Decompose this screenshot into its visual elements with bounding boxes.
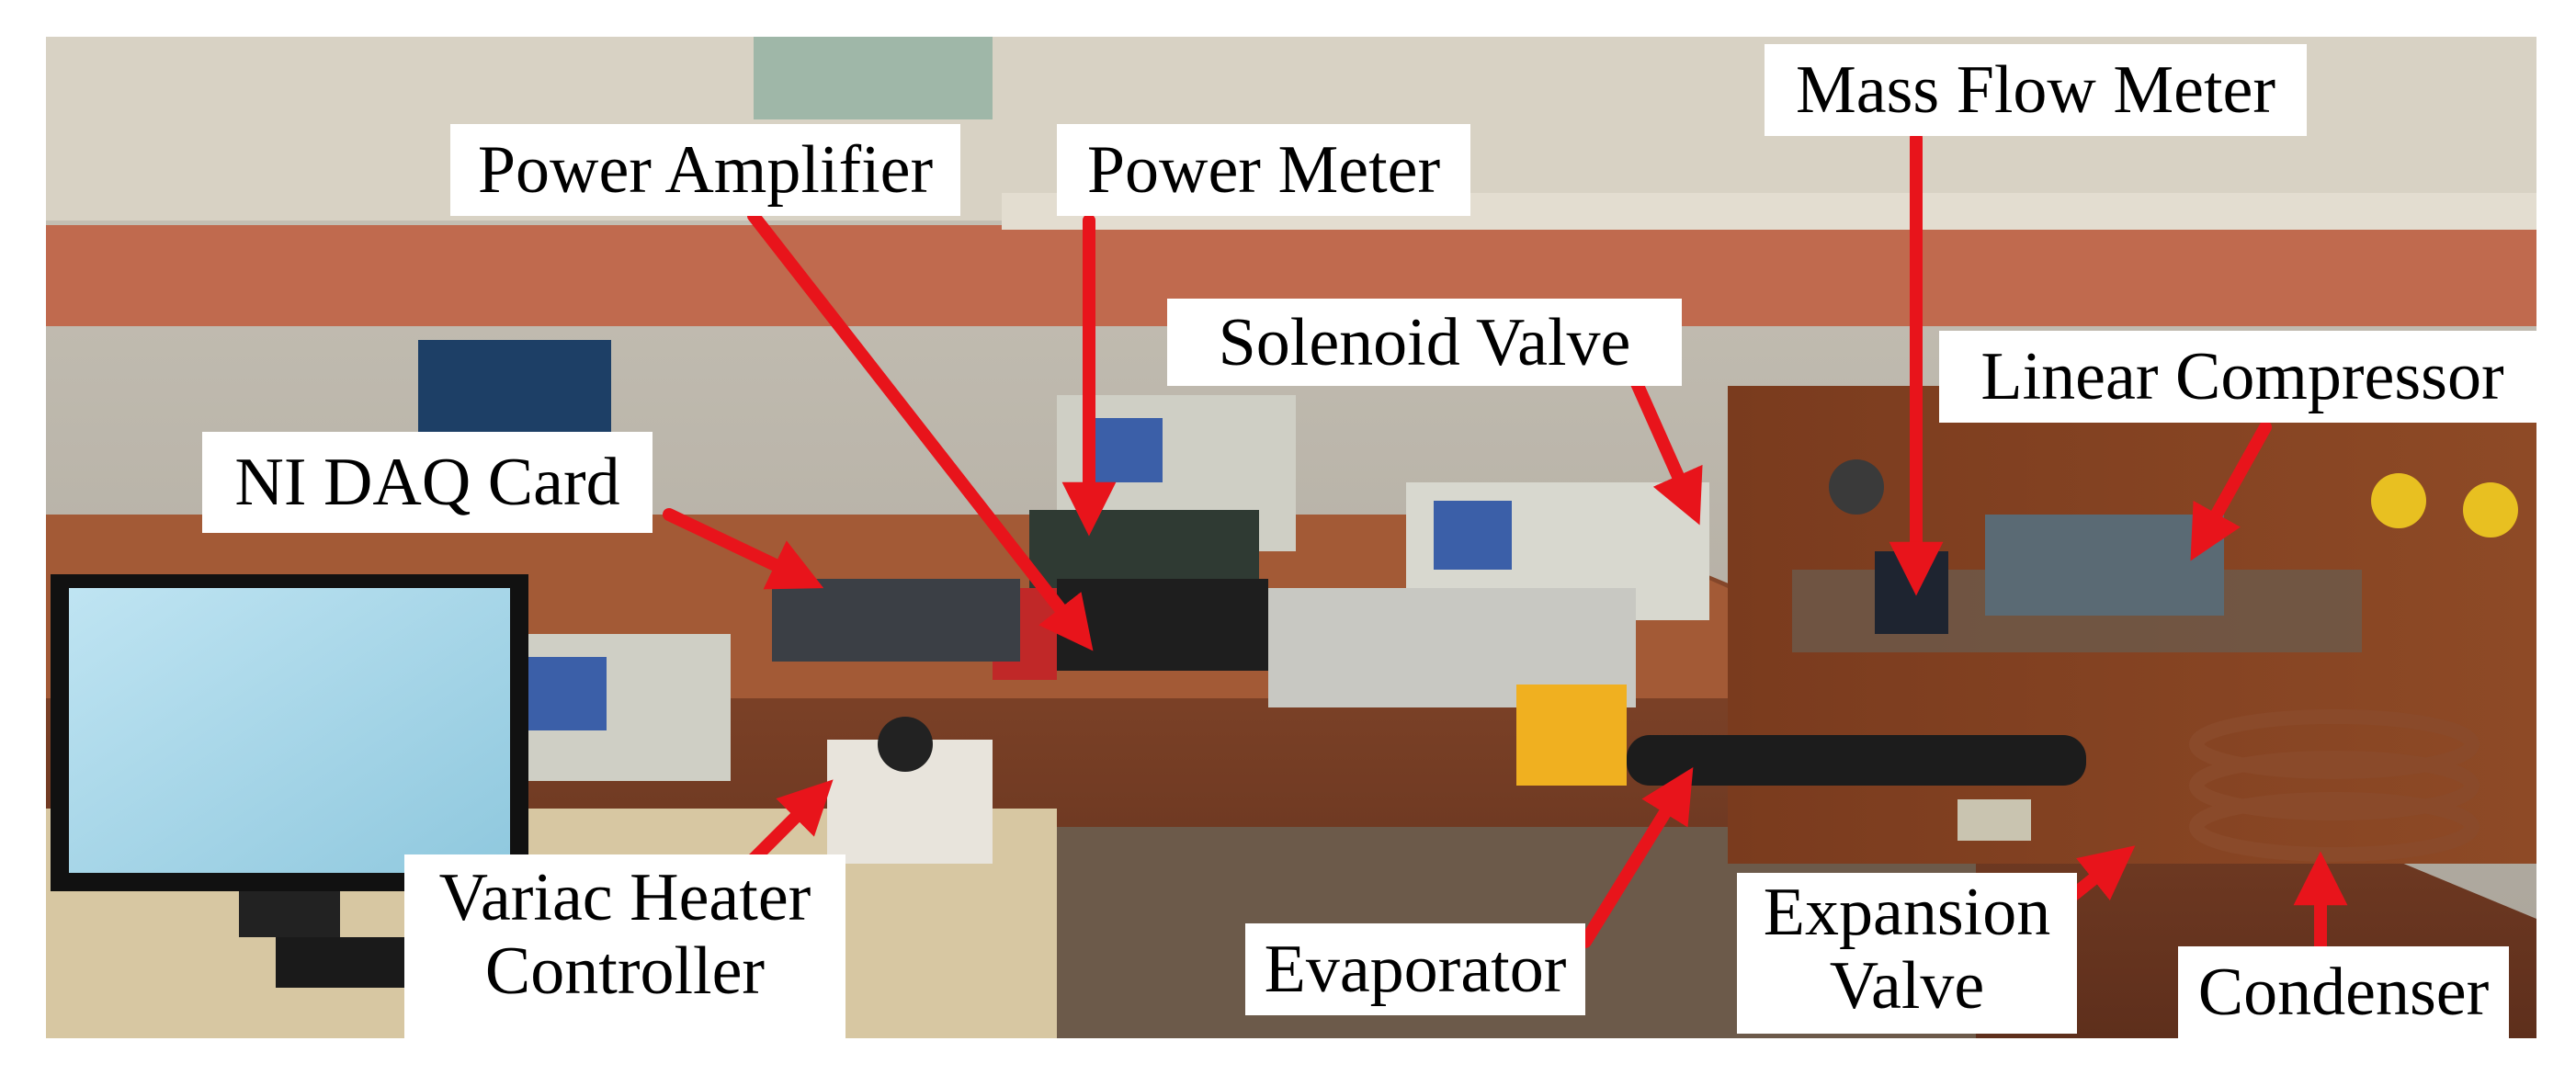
label-text-line1: Variac Heater: [438, 860, 811, 935]
compressor-body: [1985, 515, 2224, 616]
arrow-ni-daq-card: [663, 508, 824, 590]
label-text: Mass Flow Meter: [1795, 52, 2276, 128]
label-text: Power Meter: [1086, 132, 1441, 208]
condenser-coil: [2189, 709, 2480, 779]
power-amplifier-box: [1057, 579, 1268, 671]
label-text-line1: Expansion: [1763, 875, 2051, 950]
label-ni-daq-card: NI DAQ Card: [202, 432, 653, 533]
arrow-variac: [747, 779, 834, 866]
label-text: Solenoid Valve: [1218, 305, 1631, 380]
label-variac-heater-controller: Variac Heater Controller: [404, 854, 845, 1038]
label-text: Power Amplifier: [477, 132, 934, 208]
window: [754, 37, 993, 119]
label-linear-compressor: Linear Compressor: [1939, 331, 2546, 423]
label-expansion-valve: Expansion Valve: [1737, 873, 2077, 1034]
label-text-line2: Controller: [484, 933, 766, 1009]
arrow-power-amplifier: [747, 209, 1094, 651]
pressure-gauge: [1829, 459, 1884, 515]
arrow-solenoid-valve: [1629, 375, 1703, 526]
daq-card: [772, 579, 1020, 662]
condenser-coil: [2189, 751, 2480, 820]
evaporator-tube: [1627, 735, 2086, 786]
label-evaporator: Evaporator: [1245, 923, 1585, 1015]
label-text: Evaporator: [1264, 932, 1567, 1007]
label-text: Linear Compressor: [1980, 339, 2504, 414]
monitor-screen: [69, 588, 510, 873]
multimeter-yellow: [1516, 685, 1627, 786]
oscilloscope-left-screen: [528, 657, 607, 730]
oscilloscope-middle-screen: [1434, 501, 1512, 570]
arrow-evaporator: [1579, 766, 1694, 948]
pressure-gauge: [2371, 473, 2426, 528]
label-text-line2: Valve: [1829, 947, 1985, 1024]
label-solenoid-valve: Solenoid Valve: [1167, 299, 1682, 386]
label-power-amplifier: Power Amplifier: [450, 124, 960, 216]
label-text: Condenser: [2197, 955, 2490, 1030]
arrow-expansion-valve: [2066, 845, 2136, 902]
arrow-linear-compressor: [2190, 421, 2272, 561]
expansion-valve-body: [1958, 799, 2031, 841]
monitor-stand: [239, 891, 340, 937]
label-condenser: Condenser: [2178, 946, 2509, 1038]
label-text: NI DAQ Card: [234, 445, 620, 520]
annotation-arrows: [663, 131, 2348, 957]
pressure-gauge: [2463, 482, 2518, 538]
label-power-meter: Power Meter: [1057, 124, 1470, 216]
oscilloscope-top-screen: [1094, 418, 1163, 482]
variac-knob: [878, 717, 933, 772]
label-mass-flow-meter: Mass Flow Meter: [1765, 44, 2307, 136]
